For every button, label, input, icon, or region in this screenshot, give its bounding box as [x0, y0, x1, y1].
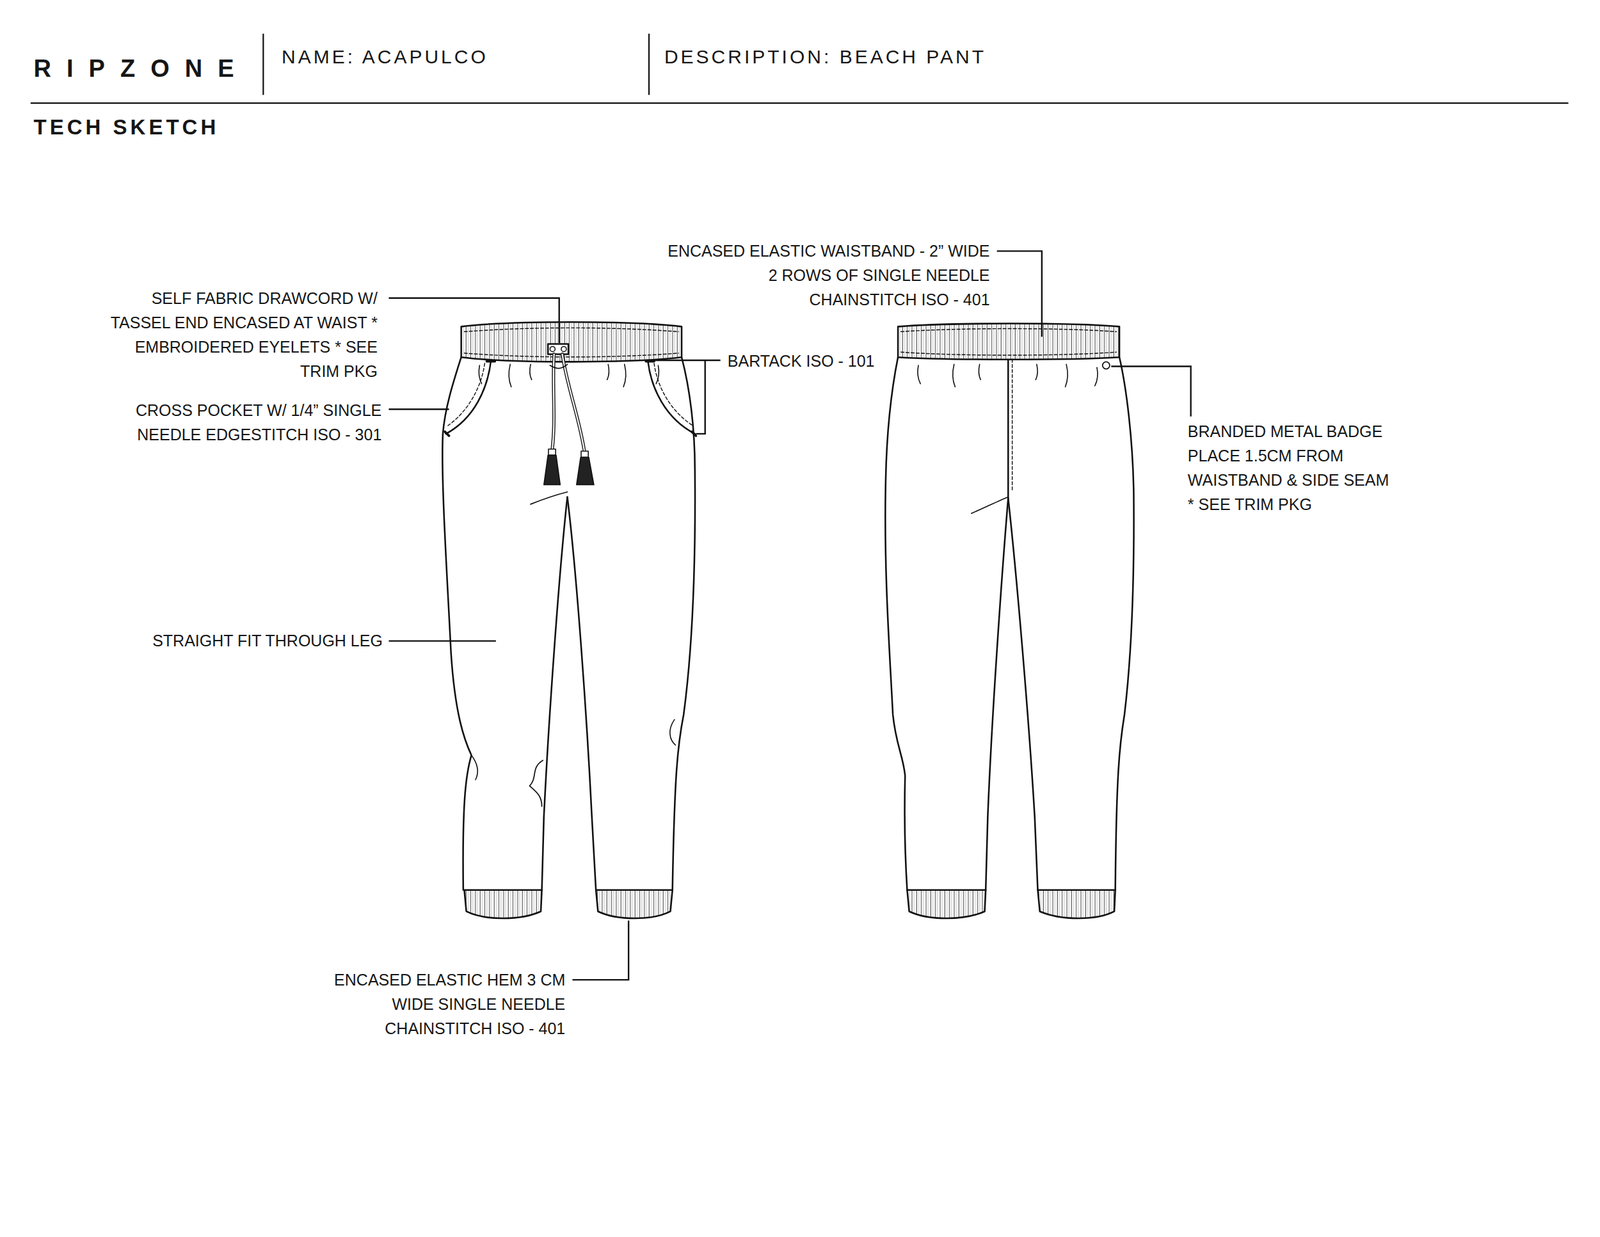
- callout-text: STRAIGHT FIT THROUGH LEG: [152, 628, 383, 653]
- inseam: [1008, 497, 1038, 890]
- leader-line: [572, 920, 629, 981]
- chainstitch-row: [464, 327, 679, 332]
- center-back-seam: [1007, 357, 1010, 497]
- leader-line: [388, 408, 449, 410]
- back-view-pant: [885, 323, 1134, 919]
- leader-line: [650, 360, 721, 434]
- leader-line: [997, 250, 1042, 337]
- tassel: [576, 457, 594, 486]
- tassel-cap: [548, 449, 556, 456]
- header-field: DESCRIPTION: BEACH PANT: [664, 44, 987, 70]
- inseam: [542, 497, 568, 891]
- callout-text: SELF FABRIC DRAWCORD W/ TASSEL END ENCAS…: [108, 286, 378, 384]
- elastic-waistband: [897, 323, 1120, 360]
- knee-wrinkle: [471, 755, 479, 780]
- front-view-pant: [442, 321, 696, 919]
- edgestitch: [654, 363, 694, 426]
- eyelet: [549, 346, 555, 352]
- drawcord-knot: [549, 364, 568, 368]
- elastic-hem: [464, 890, 542, 919]
- brand-logo: RIPZONE: [33, 56, 250, 81]
- outseam: [442, 357, 472, 891]
- leader-line: [388, 640, 496, 642]
- drawcord: [562, 353, 585, 454]
- drawcord: [562, 353, 585, 454]
- header-rules: [30, 33, 1569, 104]
- callout-text: BARTACK ISO - 101: [727, 348, 875, 374]
- gathers: [917, 364, 1098, 387]
- drawcord: [552, 353, 555, 452]
- drawcord: [552, 353, 555, 452]
- tassel-cap: [581, 451, 589, 458]
- bartack: [444, 361, 696, 436]
- leader-line: [388, 298, 559, 344]
- metal-badge: [1102, 361, 1110, 369]
- callout-text: BRANDED METAL BADGE PLACE 1.5CM FROM WAI…: [1187, 419, 1400, 517]
- elastic-hem: [906, 890, 986, 919]
- knee-wrinkle: [670, 719, 676, 745]
- header-field: NAME: ACAPULCO: [281, 44, 489, 70]
- outseam: [885, 357, 907, 891]
- chainstitch-row: [464, 353, 679, 358]
- header-divider: [262, 33, 264, 96]
- tassel: [544, 455, 561, 485]
- elastic-hem: [1037, 890, 1115, 919]
- elastic-waistband: [461, 321, 682, 362]
- edgestitch: [448, 363, 485, 426]
- callout-text: ENCASED ELASTIC HEM 3 CM WIDE SINGLE NEE…: [315, 967, 566, 1041]
- header-underline: [30, 102, 1569, 104]
- outseam: [672, 357, 696, 891]
- elastic-hem: [595, 890, 673, 919]
- callout-text: CROSS POCKET W/ 1/4” SINGLE NEEDLE EDGES…: [70, 398, 382, 447]
- callout-text: ENCASED ELASTIC WAISTBAND - 2” WIDE 2 RO…: [661, 238, 991, 312]
- chainstitch-row: [901, 352, 1117, 356]
- eyelet: [561, 346, 567, 352]
- knee-wrinkle: [529, 760, 543, 807]
- inseam: [985, 497, 1008, 890]
- pocket-opening: [647, 361, 695, 434]
- leader-line: [1111, 366, 1191, 417]
- outseam: [1115, 357, 1135, 891]
- inseam: [567, 497, 596, 891]
- crotch-fold: [530, 492, 568, 505]
- seam-stitch: [1011, 359, 1013, 492]
- drawcord-exit: [547, 343, 569, 354]
- header-divider: [648, 33, 650, 96]
- chainstitch-row: [901, 328, 1117, 333]
- leader-lines: [388, 250, 1191, 980]
- pocket-opening: [446, 361, 491, 434]
- sheet-title: TECH SKETCH: [33, 115, 220, 140]
- crotch-fold: [971, 497, 1008, 514]
